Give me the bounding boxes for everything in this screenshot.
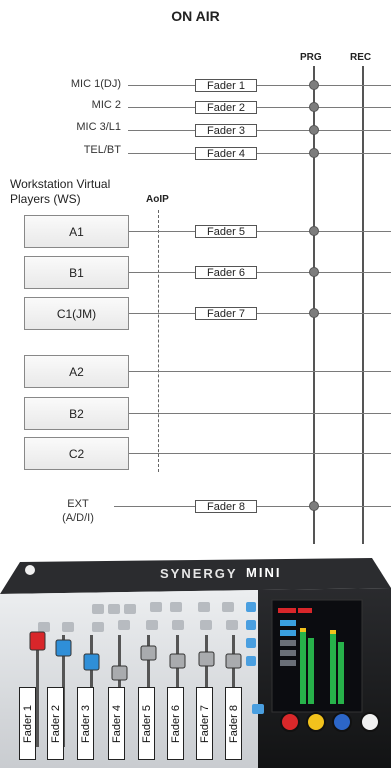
source-label-mic3: MIC 3/L1: [76, 121, 121, 133]
bus-label-rec: REC: [350, 52, 372, 63]
rec-bus-line: [362, 66, 364, 544]
signal-line-tel: [128, 153, 391, 154]
fader-strip-6: Fader 6: [167, 687, 184, 760]
console-model: MINI: [246, 565, 282, 580]
signal-line-mic1: [128, 85, 391, 86]
prg-node-5: [309, 226, 319, 236]
fader-strip-2: Fader 2: [47, 687, 64, 760]
fader-strip-1: Fader 1: [19, 687, 36, 760]
ext-label-line2: (A/D/I): [62, 512, 94, 524]
player-a1: A1: [24, 215, 129, 248]
fader-strip-8: Fader 8: [225, 687, 242, 760]
prg-node-8: [309, 501, 319, 511]
fader-box-5: Fader 5: [195, 225, 257, 238]
signal-line-c2: [129, 453, 391, 454]
source-label-tel: TEL/BT: [83, 144, 121, 156]
player-c1: C1(JM): [24, 297, 129, 330]
player-c2: C2: [24, 437, 129, 470]
signal-line-mic3: [128, 130, 391, 131]
fader-strip-7: Fader 7: [196, 687, 213, 760]
ext-label-line1: EXT: [67, 498, 89, 510]
source-label-mic2: MIC 2: [91, 99, 121, 111]
fader-strip-label-8: Fader 8: [227, 704, 240, 743]
player-b1: B1: [24, 256, 129, 289]
signal-line-c1: [129, 313, 391, 314]
fader-box-1: Fader 1: [195, 79, 257, 92]
fader-box-8: Fader 8: [195, 500, 257, 513]
fader-strip-3: Fader 3: [77, 687, 94, 760]
fader-strip-label-2: Fader 2: [49, 704, 62, 743]
signal-line-a2: [129, 371, 391, 372]
aoip-line: [158, 210, 159, 472]
signal-line-mic2: [128, 107, 391, 108]
workstation-title: Workstation Virtual Players (WS): [10, 177, 111, 206]
fader-box-7: Fader 7: [195, 307, 257, 320]
fader-strip-4: Fader 4: [108, 687, 125, 760]
fader-box-2: Fader 2: [195, 101, 257, 114]
signal-line-b2: [129, 413, 391, 414]
signal-line-b1: [129, 272, 391, 273]
bus-label-prg: PRG: [300, 52, 322, 63]
fader-box-6: Fader 6: [195, 266, 257, 279]
console-body: [0, 558, 391, 768]
fader-strip-label-4: Fader 4: [110, 704, 123, 743]
prg-bus-line: [313, 66, 315, 544]
synergy-mini-console: SYNERGY MINI Fader 1 Fader 2 Fader 3 Fad…: [0, 550, 391, 768]
player-b2: B2: [24, 397, 129, 430]
prg-node-7: [309, 308, 319, 318]
fader-strip-label-6: Fader 6: [169, 704, 182, 743]
fader-box-3: Fader 3: [195, 124, 257, 137]
console-brand: SYNERGY: [160, 566, 238, 581]
signal-line-a1: [129, 231, 391, 232]
fader-box-4: Fader 4: [195, 147, 257, 160]
aoip-label: AoIP: [146, 194, 169, 205]
prg-node-3: [309, 125, 319, 135]
prg-node-4: [309, 148, 319, 158]
prg-node-1: [309, 80, 319, 90]
player-a2: A2: [24, 355, 129, 388]
fader-strip-label-3: Fader 3: [79, 704, 92, 743]
fader-strip-label-7: Fader 7: [198, 704, 211, 743]
fader-strip-5: Fader 5: [138, 687, 155, 760]
fader-strip-label-5: Fader 5: [140, 704, 153, 743]
diagram-title: ON AIR: [171, 8, 220, 24]
fader-strip-label-1: Fader 1: [21, 704, 34, 743]
prg-node-2: [309, 102, 319, 112]
source-label-mic1: MIC 1(DJ): [70, 78, 121, 90]
prg-node-6: [309, 267, 319, 277]
ext-source-label: EXT (A/D/I): [40, 497, 116, 525]
